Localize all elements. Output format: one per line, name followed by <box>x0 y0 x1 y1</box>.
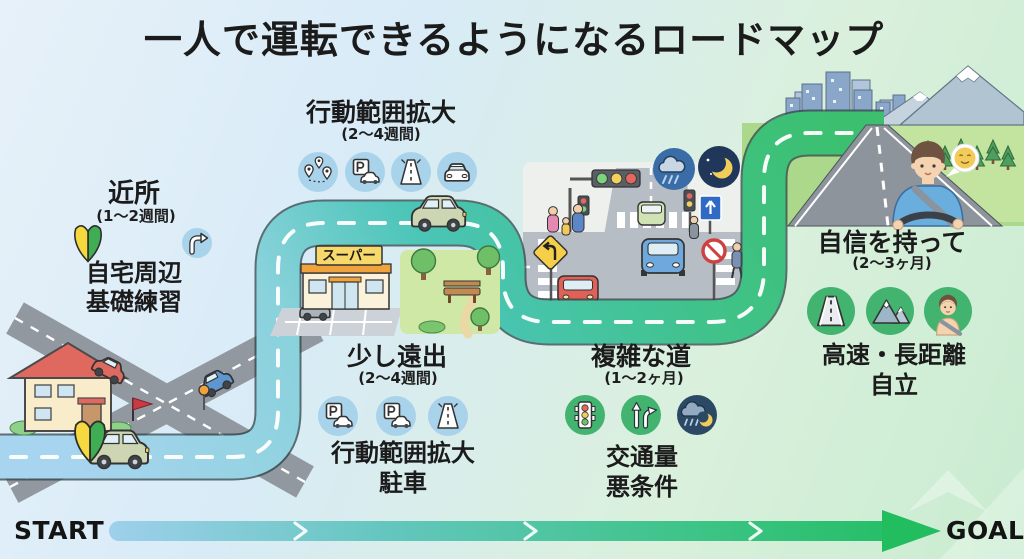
driver-scene <box>786 124 1004 231</box>
parking-car-icon <box>344 151 386 193</box>
beginner-mark-icon <box>74 225 102 263</box>
city-car-green <box>637 201 666 226</box>
stage-4-name: 複雑な道 <box>590 342 692 371</box>
round-mirror-sign <box>198 384 210 410</box>
smiley-bubble-icon <box>946 143 980 177</box>
seatbelt-driver-icon <box>924 287 972 335</box>
roadmap-road <box>0 109 886 481</box>
stage-1-name: 近所 <box>107 179 161 209</box>
start-label: START <box>14 516 105 545</box>
highway-icon <box>806 286 856 336</box>
parking-lot <box>270 300 402 336</box>
page-title: 一人で運転できるようになるロードマップ <box>143 18 885 62</box>
stage-5-name: 自信を持って <box>817 228 967 257</box>
stage-3-label-line2: 駐車 <box>379 469 427 497</box>
city-car-blue <box>641 238 685 276</box>
stage-4-label-line1: 交通量 <box>606 443 678 471</box>
stage-3-name: 少し遠出 <box>346 342 448 371</box>
stage-1-label-line1: 自宅周辺 <box>86 259 182 287</box>
pedestrian-right <box>689 215 699 239</box>
neighborhood-scene <box>6 341 237 470</box>
rain-cloud-icon <box>652 147 696 191</box>
stage-4-duration: (1〜2ヶ月) <box>604 369 684 387</box>
stage-1-label-line2: 基礎練習 <box>86 288 182 316</box>
pedestrian-crossing <box>731 242 743 279</box>
supermarket-scene: スーパー <box>270 195 501 339</box>
parking-car-icon <box>375 395 417 437</box>
turn-right-icon <box>182 228 212 258</box>
road-icon <box>427 395 469 437</box>
night-rain-icon <box>676 394 718 436</box>
progress-arrow <box>109 510 941 552</box>
traffic-light-icon <box>564 394 606 436</box>
mountains <box>870 65 1024 126</box>
supermarket-building: スーパー <box>300 245 392 310</box>
city-intersection-scene <box>523 162 763 336</box>
parking-car-icon <box>317 395 359 437</box>
stage-5-label-line2: 自立 <box>870 371 918 399</box>
stage-1-duration: (1〜2週間) <box>96 207 176 225</box>
stage-4-label-line2: 悪条件 <box>606 473 678 501</box>
supermarket-sign-text: スーパー <box>322 248 376 264</box>
pedestrian-family <box>547 203 585 236</box>
mountains-icon <box>865 286 915 336</box>
stage-2-duration: (2〜4週間) <box>341 125 421 143</box>
park <box>400 245 501 339</box>
stage-5-duration: (2〜3ヶ月) <box>852 254 932 272</box>
driver-figure <box>892 141 964 231</box>
flag-icon <box>132 397 154 421</box>
road-icon <box>390 151 432 193</box>
stage-5-label-line1: 高速・長距離 <box>822 341 966 369</box>
stage-3-duration: (2〜4週間) <box>358 369 438 387</box>
stage-3-label-line1: 行動範囲拡大 <box>331 439 475 467</box>
car-front-icon <box>436 151 478 193</box>
goal-label: GOAL <box>946 516 1024 545</box>
map-pins-icon <box>297 151 339 193</box>
stage-2-name: 行動範囲拡大 <box>305 98 457 127</box>
bench <box>443 280 481 303</box>
background-watermark <box>908 468 1024 559</box>
moon-icon <box>698 146 740 188</box>
city-car-red <box>557 275 599 304</box>
branch-arrow-icon <box>621 395 661 435</box>
